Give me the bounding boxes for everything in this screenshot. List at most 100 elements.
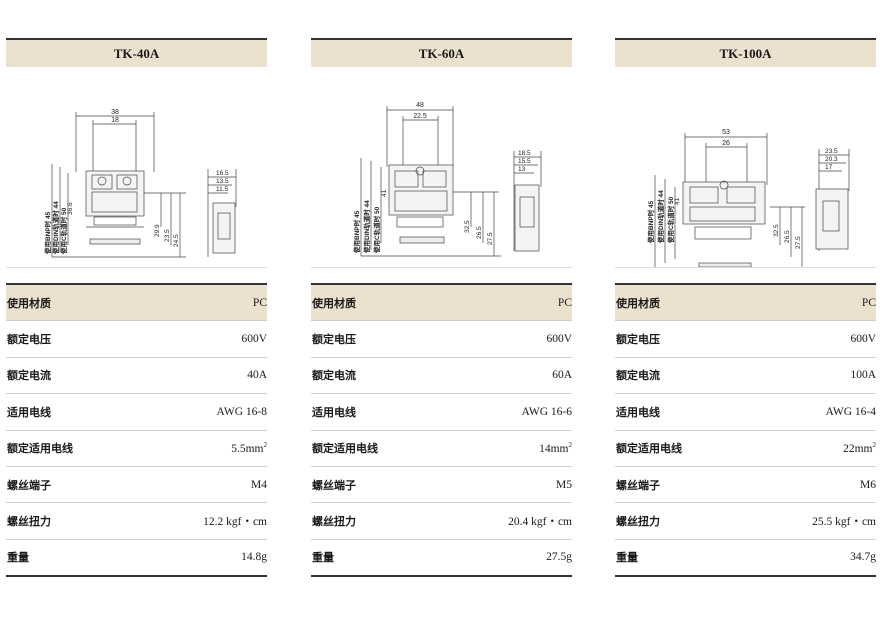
dimension-drawing: 48 22.5 18.5 15.5 13 41 32.5 26.5 27.5 使… <box>311 67 572 268</box>
dim-side-1: 18.5 <box>518 150 531 157</box>
spec-value: 600V <box>241 333 267 346</box>
spec-value: M6 <box>860 478 876 491</box>
spec-label: 使用材质 <box>312 296 356 310</box>
dimension-drawing: 38 18 16.5 13.5 11.5 36.6 29.9 23.5 24.5… <box>6 67 267 268</box>
spec-value-main: 5.5mm <box>231 443 264 456</box>
spec-value: M4 <box>251 478 267 491</box>
spec-row-torque: 螺丝扭力 12.2 kgf・cm <box>6 503 267 540</box>
spec-label: 螺丝端子 <box>7 478 51 492</box>
spec-value: M5 <box>556 478 572 491</box>
dim-width-overall: 48 <box>416 102 424 109</box>
spec-value: 25.5 kgf・cm <box>812 516 876 529</box>
terminal-drawing-svg: 38 18 16.5 13.5 11.5 36.6 29.9 23.5 24.5… <box>43 109 237 258</box>
spec-row-rated-wire: 额定适用电线 5.5mm2 <box>6 431 267 467</box>
dim-v2: 32.5 <box>773 224 780 237</box>
dimension-drawing: 53 26 23.5 20.3 17 41 32.5 26.5 27.5 使用B… <box>615 67 876 268</box>
spec-label: 额定适用电线 <box>7 442 73 456</box>
spec-label: 螺丝扭力 <box>7 515 51 529</box>
spec-label: 重量 <box>312 551 334 565</box>
dim-v1: 41 <box>674 197 681 205</box>
spec-row-screw: 螺丝端子 M4 <box>6 467 267 504</box>
dim-v3: 26.5 <box>476 226 483 239</box>
spec-row-voltage: 额定电压 600V <box>6 321 267 358</box>
spec-row-torque: 螺丝扭力 20.4 kgf・cm <box>311 503 572 540</box>
spec-value-sup: 2 <box>263 441 268 450</box>
spec-value: 20.4 kgf・cm <box>508 516 572 529</box>
product-column-tk60a: TK-60A 48 22.5 1 <box>311 38 572 268</box>
spec-row-weight: 重量 27.5g <box>311 540 572 578</box>
dim-side-1: 16.5 <box>216 170 229 177</box>
dim-width-inner: 18 <box>111 117 119 124</box>
dim-v2: 32.5 <box>464 220 471 233</box>
dim-side-2: 15.5 <box>518 158 531 165</box>
spec-value: 14mm2 <box>539 441 572 455</box>
spec-value: AWG 16-6 <box>521 405 573 418</box>
dim-rail-bnp: 使用BNP时 45 <box>352 210 361 254</box>
dim-v1: 41 <box>381 189 388 197</box>
product-column-tk40a: TK-40A <box>6 38 267 268</box>
dim-rail-c: 使用C轨道时 50 <box>59 207 68 255</box>
spec-value: 60A <box>552 369 572 382</box>
spec-value-sup: 2 <box>568 441 573 450</box>
spec-label: 适用电线 <box>616 405 660 419</box>
spec-value: 600V <box>546 333 572 346</box>
dim-v1: 36.6 <box>67 202 74 215</box>
dim-width-overall: 38 <box>111 109 119 116</box>
spec-row-torque: 螺丝扭力 25.5 kgf・cm <box>615 503 876 540</box>
dim-v3: 26.5 <box>784 230 791 243</box>
spec-value-main: 22mm <box>843 443 873 456</box>
spec-value: 27.5g <box>546 551 572 564</box>
spec-label: 额定电压 <box>312 333 356 347</box>
spec-label: 螺丝扭力 <box>616 515 660 529</box>
dim-width-inner: 22.5 <box>413 113 427 120</box>
spec-value-main: 14mm <box>539 443 569 456</box>
spec-value: PC <box>861 296 876 309</box>
spec-label: 额定电压 <box>616 333 660 347</box>
spec-row-material: 使用材质 PC <box>311 283 572 322</box>
terminal-drawing-svg: 48 22.5 18.5 15.5 13 41 32.5 26.5 27.5 使… <box>352 102 542 257</box>
spec-label: 螺丝端子 <box>312 478 356 492</box>
dim-side-1: 23.5 <box>825 148 838 155</box>
dim-v4: 27.5 <box>487 232 494 245</box>
spec-label: 重量 <box>616 551 638 565</box>
dim-v4: 27.5 <box>795 236 802 249</box>
dim-side-3: 17 <box>825 164 833 171</box>
spec-value: 14.8g <box>241 551 267 564</box>
dim-rail-c: 使用C轨道时 50 <box>666 196 675 244</box>
dim-rail-bnp: 使用BNP时 45 <box>43 211 52 255</box>
spec-value: 22mm2 <box>843 441 876 455</box>
model-header: TK-40A <box>6 38 267 67</box>
spec-label: 螺丝扭力 <box>312 515 356 529</box>
spec-value: 100A <box>850 369 876 382</box>
spec-value: PC <box>252 296 267 309</box>
spec-label: 额定适用电线 <box>616 442 682 456</box>
spec-row-screw: 螺丝端子 M6 <box>615 467 876 504</box>
spec-value: 34.7g <box>850 551 876 564</box>
dim-side-3: 11.5 <box>216 186 229 193</box>
model-header: TK-100A <box>615 38 876 67</box>
spec-value: AWG 16-8 <box>216 405 268 418</box>
spec-label: 额定电流 <box>616 369 660 383</box>
spec-value: 5.5mm2 <box>231 441 267 455</box>
spec-label: 额定电压 <box>7 333 51 347</box>
spec-value: PC <box>557 296 572 309</box>
spec-value: 12.2 kgf・cm <box>203 516 267 529</box>
model-header: TK-60A <box>311 38 572 67</box>
dim-side-2: 13.5 <box>216 178 229 185</box>
dim-v2: 29.9 <box>154 224 161 237</box>
spec-value: AWG 16-4 <box>825 405 877 418</box>
spec-label: 重量 <box>7 551 29 565</box>
dim-side-2: 20.3 <box>825 156 838 163</box>
dim-rail-din: 使用DIN轨道时 44 <box>656 190 665 244</box>
spec-label: 螺丝端子 <box>616 478 660 492</box>
dim-width-inner: 26 <box>722 140 730 147</box>
